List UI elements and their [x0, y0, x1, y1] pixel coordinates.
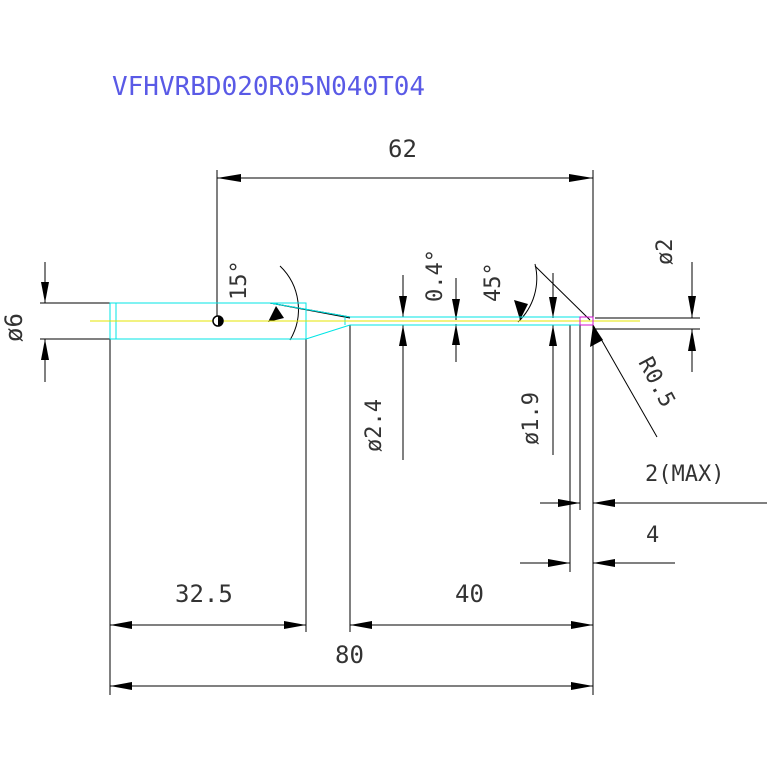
dim-dia-2-4: ø2.4 [362, 399, 387, 452]
dim-angle-15: 15° [227, 260, 252, 300]
dim-2-max: 2(MAX) [645, 462, 724, 487]
arrowheads [41, 174, 696, 690]
dim-shank-dia: ø6 [0, 313, 28, 342]
dim-80: 80 [335, 641, 364, 669]
dim-dia-2: ø2 [653, 239, 678, 266]
part-number-title: VFHVRBD020R05N040T04 [112, 72, 425, 102]
dim-angle-45: 45° [481, 262, 506, 302]
dim-32-5: 32.5 [175, 580, 233, 608]
center-mark-icon [212, 315, 224, 327]
dim-40: 40 [455, 580, 484, 608]
dim-radius-0-5: R0.5 [633, 353, 680, 412]
tool-profile [90, 302, 640, 340]
dim-62: 62 [388, 135, 417, 163]
dim-taper-0-4: 0.4° [423, 249, 448, 302]
dim-4: 4 [646, 523, 659, 548]
dim-dia-1-9: ø1.9 [519, 392, 544, 445]
